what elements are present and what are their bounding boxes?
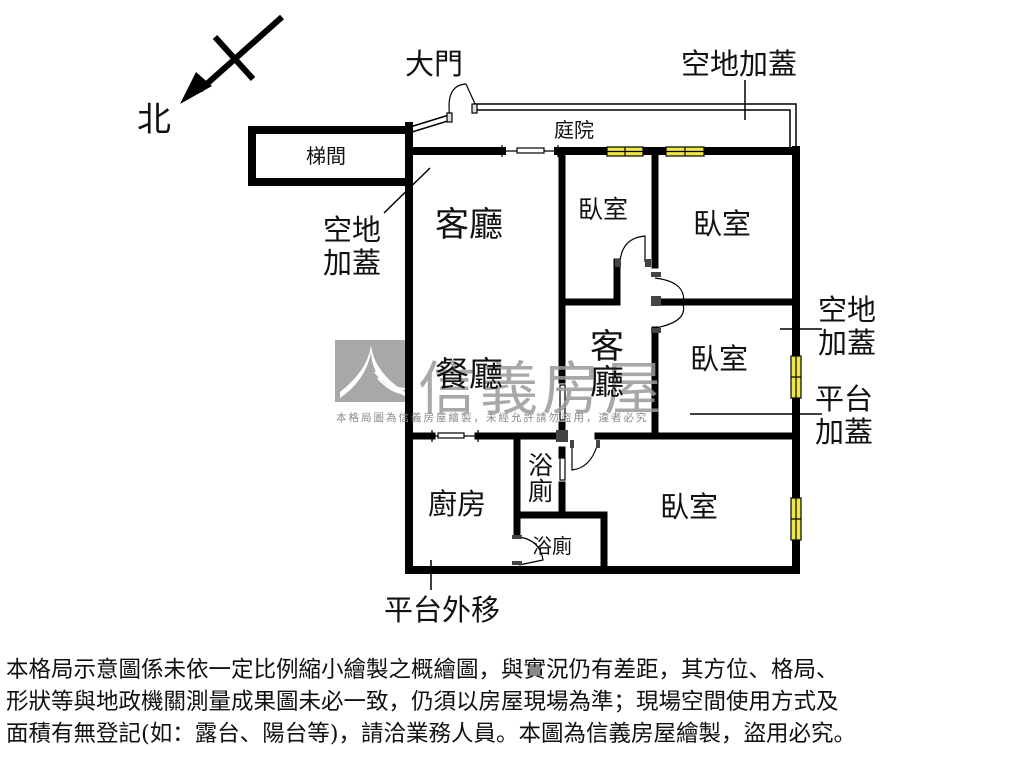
kitchen-sliding-door-icon <box>431 430 479 442</box>
window-icons <box>606 146 802 541</box>
label-extension-top: 空地加蓋 <box>681 47 798 81</box>
room-label-bathroom-2: 浴廁 <box>532 534 572 558</box>
room-label-bedroom-bottom: 臥室 <box>660 490 719 524</box>
room-label-bedroom-top-right: 臥室 <box>693 207 752 241</box>
courtyard-extension-outline <box>409 103 797 150</box>
room-label-kitchen: 廚房 <box>428 487 487 521</box>
disclaimer-line-2: 形狀等與地政機關測量成果圖未必一致，仍須以房屋現場為準；現場空間使用方式及 <box>6 689 839 715</box>
room-label-dining-room: 餐廳 <box>435 355 503 395</box>
interior-walls <box>405 147 800 574</box>
label-main-door: 大門 <box>405 47 464 81</box>
living-sliding-panel-icon <box>559 384 566 421</box>
courtyard-sliding-door-icon <box>501 145 559 157</box>
annotation-leaders <box>383 167 822 590</box>
room-label-bedroom-top-left: 臥室 <box>578 195 629 224</box>
disclaimer-line-1: 本格局示意圖係未依一定比例縮小繪製之概繪圖，與實況仍有差距，其方位、格局、 <box>6 657 839 683</box>
label-courtyard: 庭院 <box>554 118 594 142</box>
room-label-second-living-room: 客廳 <box>590 327 624 403</box>
label-platform-bottom: 平台外移 <box>384 593 501 627</box>
floor-plan-drawing <box>180 14 822 590</box>
main-door-icon <box>446 83 478 123</box>
room-label-stairwell: 梯間 <box>306 144 346 168</box>
floor-plan: 信義房屋 本格局圖為信義房屋繪製，未經允許請勿盜用，違者必究 北 梯間 大門 庭… <box>137 14 877 627</box>
watermark-brand: 信義房屋 <box>418 355 667 423</box>
label-extension-left: 空地 加蓋 <box>323 213 382 281</box>
north-label: 北 <box>137 100 171 140</box>
disclaimer-line-3: 面積有無登記(如：露台、陽台等)，請洽業務人員。本圖為信義房屋繪製，盜用必究。 <box>6 721 857 747</box>
bathroom-sliding-panel-icon <box>559 457 566 481</box>
room-label-bathroom-1: 浴廁 <box>528 451 554 507</box>
door-hinge-marks <box>512 259 661 565</box>
door-swing-icons <box>518 235 685 566</box>
room-label-bedroom-middle: 臥室 <box>690 342 749 376</box>
disclaimer-text: 本格局示意圖係未依一定比例縮小繪製之概繪圖，與實況仍有差距，其方位、格局、 形狀… <box>6 654 1022 750</box>
watermark-notice: 本格局圖為信義房屋繪製，未經允許請勿盜用，違者必究 <box>336 412 649 424</box>
north-arrowhead-icon <box>180 72 212 104</box>
north-arrow-icon <box>198 14 284 93</box>
room-label-living-room: 客廳 <box>435 205 503 245</box>
watermark-logo-icon <box>335 340 407 402</box>
label-extension-right: 空地 加蓋 <box>818 293 877 361</box>
label-platform-right: 平台 加蓋 <box>815 382 874 450</box>
